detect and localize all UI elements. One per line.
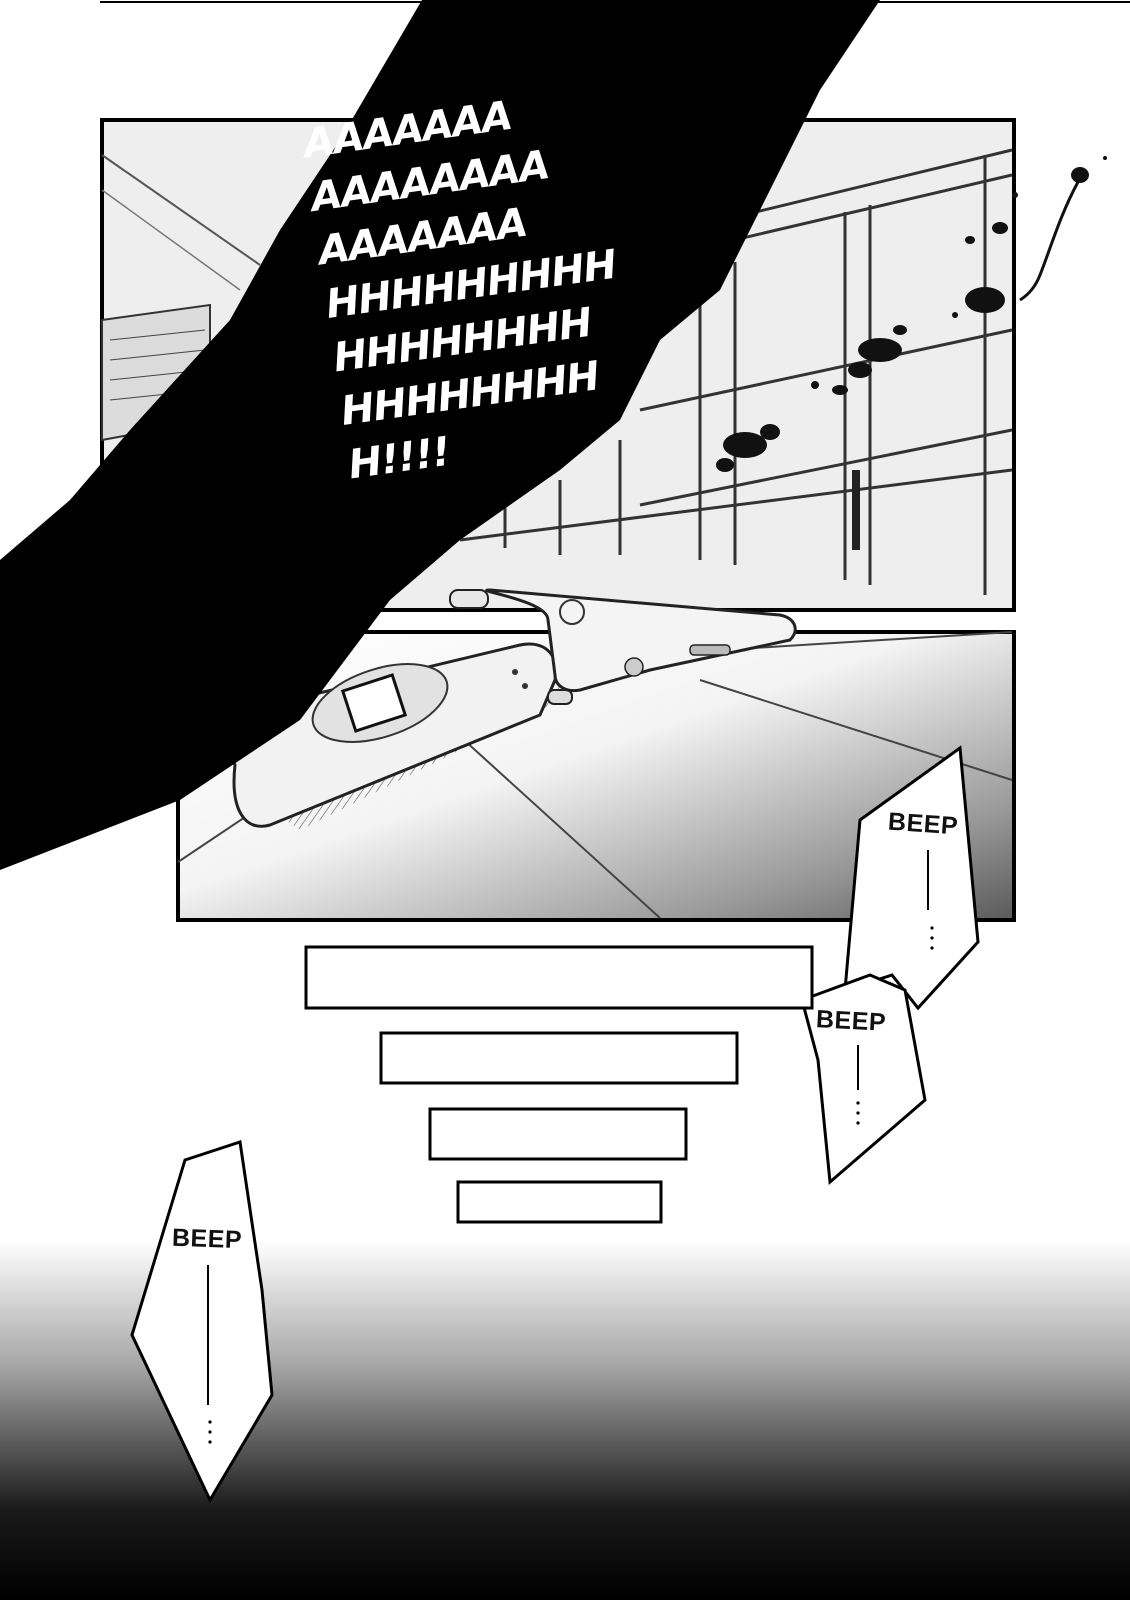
beep-sfx-3: BEEP [171,1223,243,1255]
scream-sfx: AAAAAAA AAAAAAAA AAAAAAA HHHHHHHHH HHHHH… [300,68,709,492]
blood-splatter [716,156,1107,472]
beep-bubble-3 [130,1140,274,1504]
beep-sfx-2: BEEP [815,1005,887,1037]
phone-illustration [231,588,797,828]
scream-slash-shape [0,0,880,870]
beep-sfx-1: BEEP [887,807,960,841]
beep-bubble-2 [800,973,927,1186]
step-bars [304,945,814,1224]
